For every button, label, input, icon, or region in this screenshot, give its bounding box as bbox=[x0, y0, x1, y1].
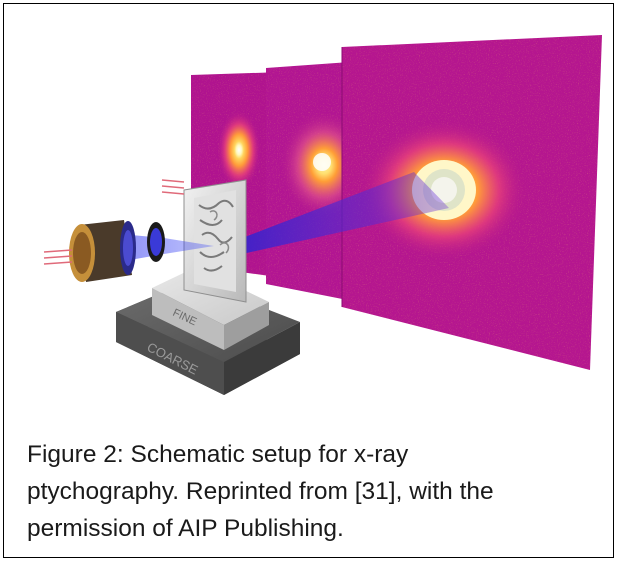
mount-pins bbox=[161, 179, 185, 195]
figure-frame: COARSE FINE bbox=[3, 3, 614, 558]
figure-caption: Figure 2: Schematic setup for x-ray ptyc… bbox=[27, 436, 607, 547]
caption-line-3: permission of AIP Publishing. bbox=[27, 515, 344, 542]
x-ray-source bbox=[43, 220, 136, 282]
ptychography-schematic: COARSE FINE bbox=[43, 35, 602, 395]
caption-line-2: ptychography. Reprinted from [31], with … bbox=[27, 478, 494, 505]
sample-plate bbox=[183, 179, 247, 303]
diffraction-beam bbox=[224, 172, 449, 258]
caption-line-1: Figure 2: Schematic setup for x-ray bbox=[27, 441, 409, 468]
zone-plate-optic bbox=[147, 222, 165, 262]
fine-stage: FINE bbox=[152, 267, 269, 350]
